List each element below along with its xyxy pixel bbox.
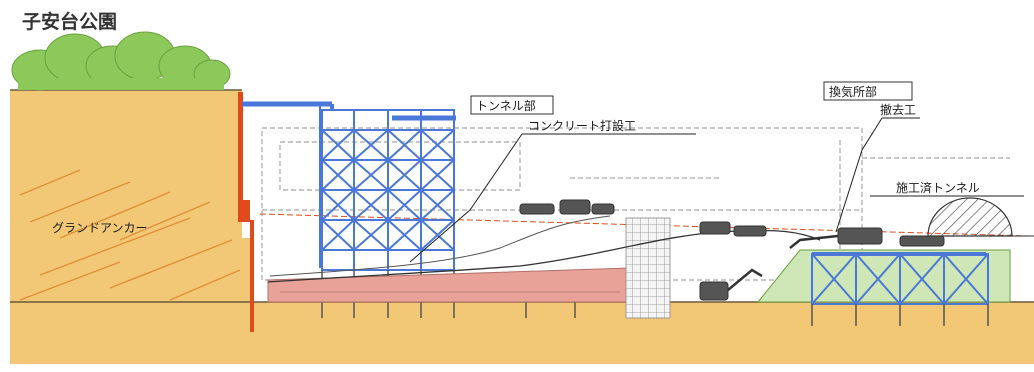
ground-soil xyxy=(10,89,1034,364)
completed-tunnel-section xyxy=(920,197,1034,237)
demolition-work-label: 撤去工 xyxy=(880,102,916,117)
tunnel-section-box xyxy=(470,95,554,115)
vent-section-label: 換気所部 xyxy=(829,84,877,99)
cut-off-wall xyxy=(625,217,671,319)
work-ramp xyxy=(267,229,821,283)
scaffold-structure xyxy=(242,101,456,271)
completed-tunnel-label: 施工済トンネル xyxy=(896,180,980,195)
anchor-label: グランドアンカー xyxy=(52,221,148,235)
anchor-wall xyxy=(238,92,254,332)
concrete-work-label: コンクリート打設工 xyxy=(528,118,636,133)
work-ramp-upper xyxy=(269,215,611,277)
park-trees xyxy=(11,31,231,91)
vent-section-box xyxy=(823,81,913,101)
construction-machinery xyxy=(519,199,945,301)
vent-section-structure xyxy=(756,249,1011,326)
soil-layer-lines xyxy=(19,169,241,301)
leader-lines xyxy=(409,117,1024,263)
tunnel-section-label: トンネル部 xyxy=(476,98,536,113)
park-label: 子安台公園 xyxy=(22,10,117,33)
